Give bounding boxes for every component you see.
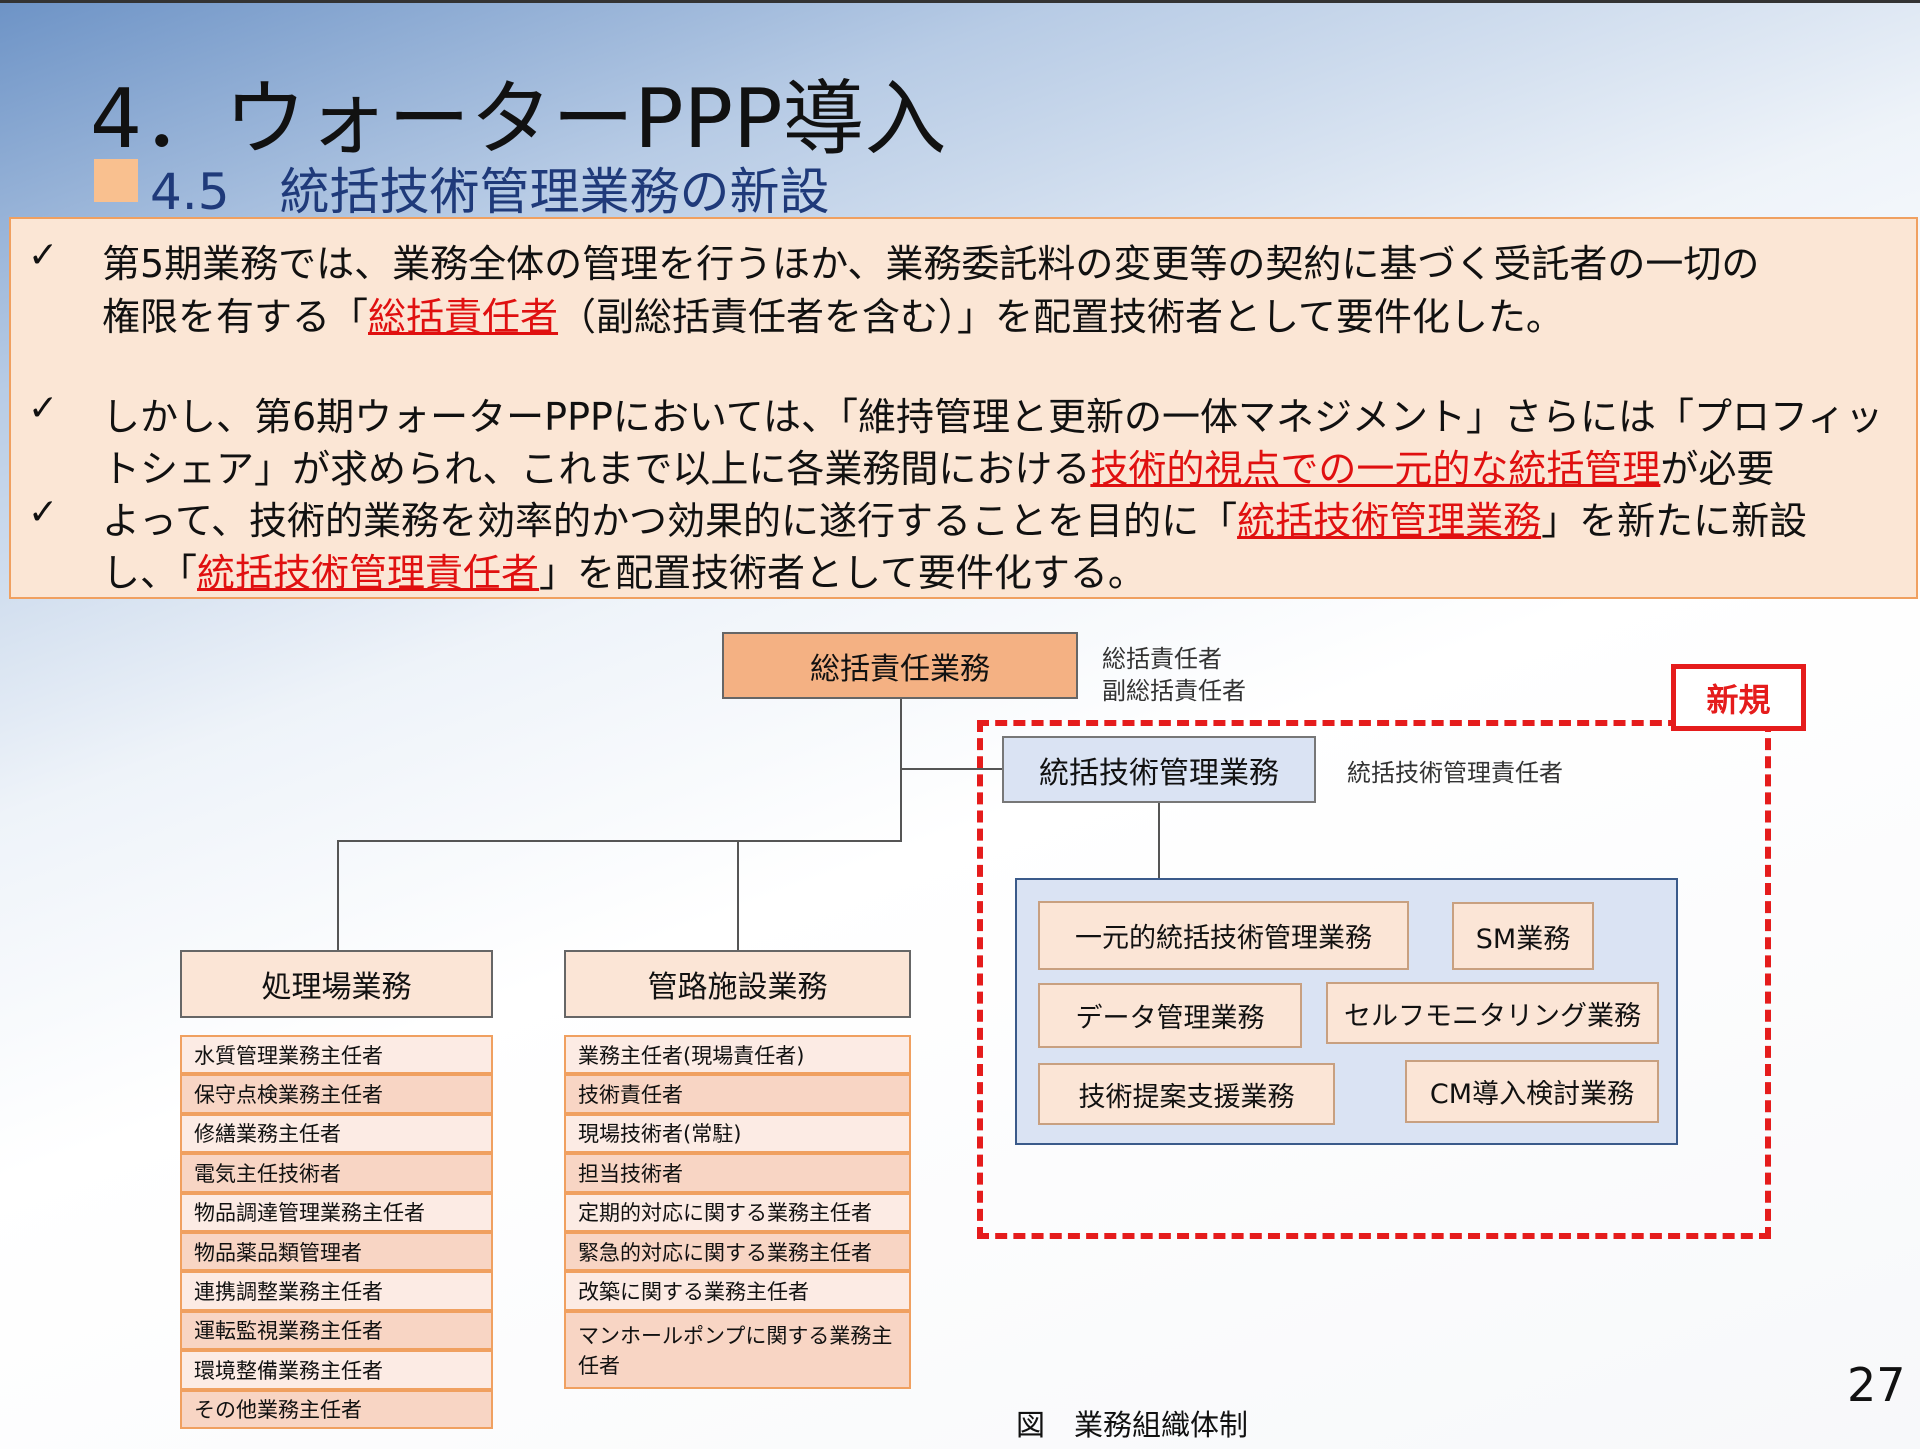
text-segment: （副総括責任者を含む）」を配置技術者として要件化した。	[558, 295, 1564, 339]
highlighted-term: 総括責任者	[368, 295, 559, 339]
tech-subtask: 一元的統括技術管理業務	[1038, 901, 1409, 970]
tech-subtask: データ管理業務	[1038, 983, 1302, 1048]
summary-box	[9, 217, 1918, 599]
bullet-text-line: よって、技術的業務を効率的かつ効果的に遂行することを目的に「統括技術管理業務」を…	[102, 490, 1807, 545]
new-area-dashed-border	[977, 720, 1771, 1239]
bullet-text-line: トシェア」が求められ、これまで以上に各業務間における技術的視点での一元的な統括管…	[102, 438, 1774, 493]
role-row: 改築に関する業務主任者	[564, 1271, 911, 1311]
role-row: 環境整備業務主任者	[180, 1350, 493, 1390]
bullet-text-line: し、「統括技術管理責任者」を配置技術者として要件化する。	[102, 542, 1146, 597]
text-segment: し、「	[102, 551, 198, 595]
slide-subtitle: 4.5 統括技術管理業務の新設	[150, 163, 830, 221]
check-icon: ✓	[28, 388, 59, 429]
text-segment: 第5期業務では、業務全体の管理を行うほか、業務委託料の変更等の契約に基づく受託者…	[102, 242, 1760, 286]
role-row: 修繕業務主任者	[180, 1113, 493, 1154]
connector	[337, 840, 339, 950]
tech-management-role: 統括技術管理責任者	[1347, 759, 1563, 787]
role-row: 担当技術者	[564, 1153, 911, 1193]
check-icon: ✓	[28, 492, 59, 533]
text-segment: トシェア」が求められ、これまで以上に各業務間における	[102, 447, 1091, 491]
role-row: 緊急的対応に関する業務主任者	[564, 1232, 911, 1272]
highlighted-term: 統括技術管理業務	[1237, 499, 1542, 543]
tech-management-box: 統括技術管理業務	[1002, 736, 1316, 803]
role-row: 保守点検業務主任者	[180, 1074, 493, 1114]
role-row: 定期的対応に関する業務主任者	[564, 1192, 911, 1232]
connector	[337, 840, 902, 842]
bullet-text-line: しかし、第6期ウォーターPPPにおいては、「維持管理と更新の一体マネジメント」さ…	[102, 386, 1883, 441]
subtitle-marker	[94, 159, 138, 202]
text-segment: しかし、第6期ウォーターPPPにおいては、「維持管理と更新の一体マネジメント」さ…	[102, 395, 1884, 439]
text-segment: 」を新たに新設	[1541, 499, 1808, 543]
role-row: 連携調整業務主任者	[180, 1271, 493, 1311]
bullet-text-line: 権限を有する「総括責任者（副総括責任者を含む）」を配置技術者として要件化した。	[102, 286, 1564, 341]
slide-title: 4．ウォーターPPP導入	[90, 72, 947, 167]
role-row: 物品調達管理業務主任者	[180, 1192, 493, 1232]
bullet-text-line: 第5期業務では、業務全体の管理を行うほか、業務委託料の変更等の契約に基づく受託者…	[102, 233, 1759, 288]
new-badge: 新規	[1671, 664, 1806, 731]
connector	[1158, 803, 1160, 878]
role-row: 電気主任技術者	[180, 1153, 493, 1193]
text-segment: 権限を有する「	[102, 295, 369, 339]
role-row: 水質管理業務主任者	[180, 1035, 493, 1075]
role-row: 現場技術者(常駐)	[564, 1113, 911, 1154]
text-segment: よって、技術的業務を効率的かつ効果的に遂行することを目的に「	[102, 499, 1238, 543]
text-segment: が必要	[1660, 447, 1775, 491]
figure-caption: 図 業務組織体制	[1016, 1408, 1249, 1442]
tech-subtask: SM業務	[1452, 902, 1594, 970]
role-row: 運転監視業務主任者	[180, 1310, 493, 1351]
text-segment: 」を配置技術者として要件化する。	[539, 551, 1146, 595]
page-number: 27	[1847, 1358, 1906, 1412]
check-icon: ✓	[28, 235, 59, 276]
role-row: その他業務主任者	[180, 1389, 493, 1429]
plant-box: 処理場業務	[180, 950, 493, 1018]
tech-subtask: セルフモニタリング業務	[1326, 982, 1659, 1044]
tech-subtask: CM導入検討業務	[1405, 1060, 1659, 1123]
pipe-box: 管路施設業務	[564, 950, 911, 1018]
org-top-box: 総括責任業務	[722, 632, 1078, 699]
org-top-role: 総括責任者	[1102, 645, 1222, 673]
role-row: 物品薬品類管理者	[180, 1232, 493, 1272]
connector	[737, 840, 739, 950]
highlighted-term: 統括技術管理責任者	[197, 551, 540, 595]
top-border	[0, 0, 1920, 3]
org-top-role: 副総括責任者	[1102, 677, 1246, 705]
connector	[900, 699, 902, 841]
connector	[900, 768, 1002, 770]
highlighted-term: 技術的視点での一元的な統括管理	[1090, 447, 1661, 491]
tech-subtask: 技術提案支援業務	[1038, 1063, 1335, 1125]
role-row: 業務主任者(現場責任者)	[564, 1035, 911, 1075]
role-row: 技術責任者	[564, 1074, 911, 1114]
role-row: マンホールポンプに関する業務主任者	[564, 1310, 911, 1389]
